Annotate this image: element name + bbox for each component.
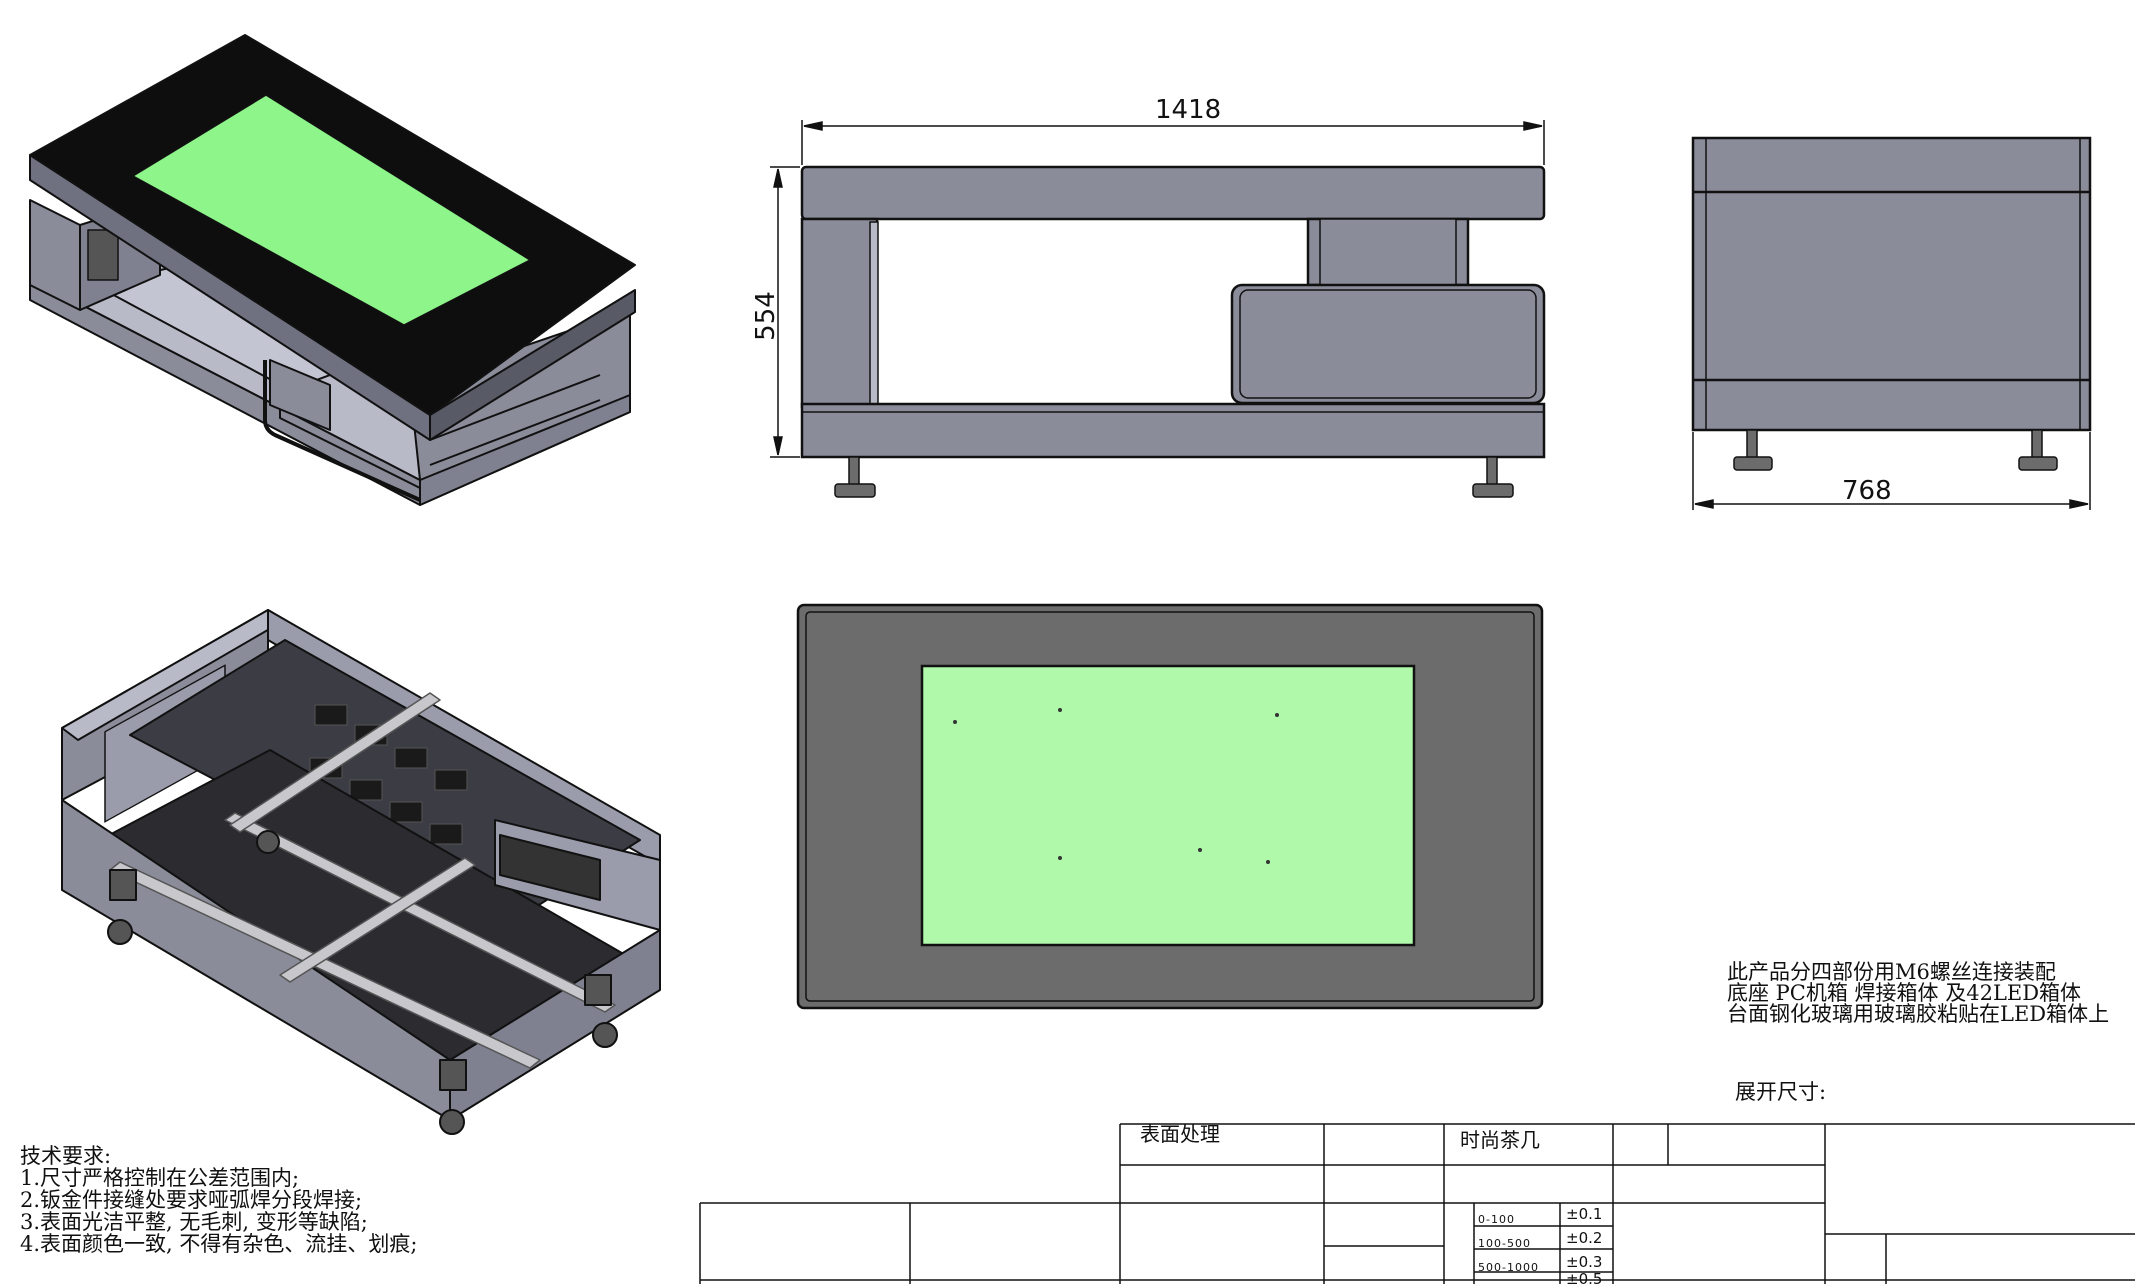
front-height-label: 554 — [751, 291, 781, 341]
isometric-top-view — [29, 34, 636, 506]
tech-requirements-title: 技术要求: — [20, 1144, 112, 1168]
front-height-dimension — [770, 166, 800, 458]
title-block — [699, 1123, 2135, 1284]
surface-treatment-label: 表面处理 — [1140, 1122, 1220, 1146]
tolerance-row-2: 100-500 ±0.2 — [1478, 1229, 1603, 1250]
assembly-note-2: 底座 PC机箱 焊接箱体 及42LED箱体 — [1727, 981, 2082, 1005]
side-view — [1691, 136, 2092, 471]
tolerance-row-1: 0-100 ±0.1 — [1478, 1205, 1603, 1226]
tech-requirement-4: 4.表面颜色一致, 不得有杂色、流挂、划痕; — [20, 1232, 418, 1256]
assembly-note-3: 台面钢化玻璃用玻璃胶粘贴在LED箱体上 — [1727, 1002, 2110, 1026]
top-view — [796, 603, 1544, 1010]
unfold-size-label: 展开尺寸: — [1735, 1080, 1827, 1104]
front-width-label: 1418 — [1155, 95, 1221, 125]
front-view — [800, 165, 1546, 498]
front-width-dimension — [801, 120, 1545, 165]
side-width-dimension — [1692, 432, 2091, 510]
assembly-note-1: 此产品分四部份用M6螺丝连接装配 — [1727, 960, 2056, 984]
tech-requirement-1: 1.尺寸严格控制在公差范围内; — [20, 1166, 300, 1190]
side-width-label: 768 — [1842, 476, 1892, 506]
isometric-bottom-view — [61, 609, 661, 1135]
tech-requirement-3: 3.表面光洁平整, 无毛刺, 变形等缺陷; — [20, 1210, 368, 1234]
product-name: 时尚茶几 — [1460, 1128, 1540, 1152]
tolerance-row-3: 500-1000 ±0.3 — [1478, 1253, 1603, 1274]
tech-requirement-2: 2.钣金件接缝处要求哑弧焊分段焊接; — [20, 1188, 363, 1212]
